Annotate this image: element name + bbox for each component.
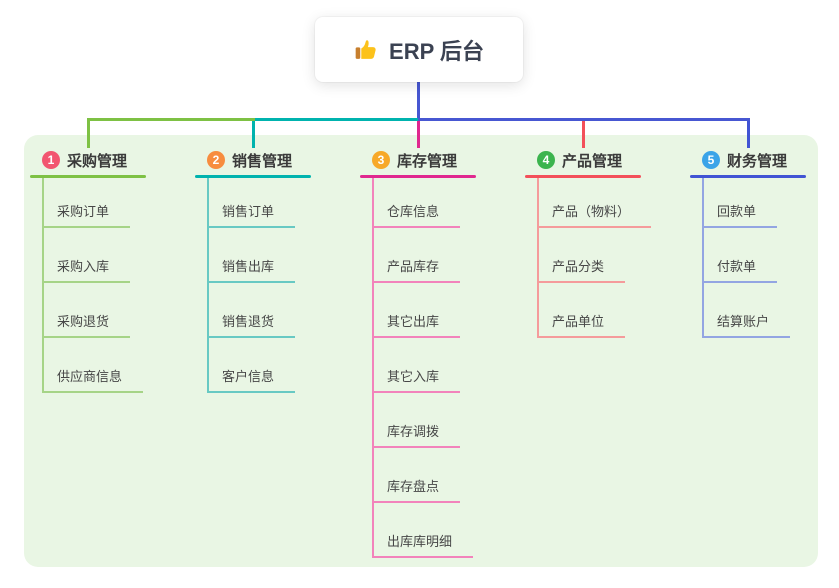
child-label: 产品分类 <box>552 259 605 274</box>
child-label: 销售退货 <box>222 314 275 329</box>
branch-rail-line <box>42 178 44 393</box>
branch-header[interactable]: 3 库存管理 <box>360 148 476 174</box>
branch-label: 库存管理 <box>397 153 458 170</box>
child-label: 产品单位 <box>552 314 605 329</box>
child-node[interactable]: 其它出库 <box>372 309 460 338</box>
thumbs-up-icon <box>354 37 379 62</box>
child-node[interactable]: 销售出库 <box>207 254 295 283</box>
child-node[interactable]: 供应商信息 <box>42 364 143 393</box>
child-node[interactable]: 产品（物料） <box>537 199 651 228</box>
connector-horizontal-line <box>87 118 255 121</box>
child-node[interactable]: 库存盘点 <box>372 474 460 503</box>
child-label: 库存盘点 <box>387 479 440 494</box>
branch-rail-line <box>537 178 539 338</box>
branch-number-badge: 4 <box>537 151 555 169</box>
branch-number-badge: 2 <box>207 151 225 169</box>
branch-rail-line <box>372 178 374 558</box>
branch-label: 财务管理 <box>727 153 788 170</box>
root-drop-line <box>417 82 420 118</box>
branch-underline <box>525 175 641 178</box>
child-label: 采购退货 <box>57 314 110 329</box>
branch-label: 销售管理 <box>232 153 293 170</box>
child-node[interactable]: 销售退货 <box>207 309 295 338</box>
branch-rail-line <box>207 178 209 393</box>
branch-underline <box>30 175 146 178</box>
branch-number-badge: 1 <box>42 151 60 169</box>
child-label: 付款单 <box>717 259 757 274</box>
branch-label: 采购管理 <box>67 153 128 170</box>
child-label: 产品库存 <box>387 259 440 274</box>
child-node[interactable]: 产品单位 <box>537 309 625 338</box>
child-label: 产品（物料） <box>552 204 631 219</box>
child-node[interactable]: 出库库明细 <box>372 529 473 558</box>
root-title: ERP 后台 <box>389 38 484 64</box>
child-node[interactable]: 产品库存 <box>372 254 460 283</box>
branch-rail-line <box>702 178 704 338</box>
branches-panel <box>24 135 818 567</box>
child-label: 回款单 <box>717 204 757 219</box>
child-node[interactable]: 产品分类 <box>537 254 625 283</box>
child-label: 结算账户 <box>717 314 770 329</box>
child-node[interactable]: 其它入库 <box>372 364 460 393</box>
child-node[interactable]: 结算账户 <box>702 309 790 338</box>
branch-number-badge: 3 <box>372 151 390 169</box>
root-node[interactable]: ERP 后台 <box>315 17 523 82</box>
branch-header[interactable]: 1 采购管理 <box>30 148 146 174</box>
child-label: 销售订单 <box>222 204 275 219</box>
child-label: 采购订单 <box>57 204 110 219</box>
branch-label: 产品管理 <box>562 153 623 170</box>
child-label: 其它入库 <box>387 369 440 384</box>
child-label: 其它出库 <box>387 314 440 329</box>
child-node[interactable]: 库存调拨 <box>372 419 460 448</box>
child-label: 仓库信息 <box>387 204 440 219</box>
child-label: 出库库明细 <box>387 534 453 549</box>
child-node[interactable]: 采购退货 <box>42 309 130 338</box>
connector-horizontal-line <box>418 118 750 121</box>
child-node[interactable]: 销售订单 <box>207 199 295 228</box>
branch-header[interactable]: 2 销售管理 <box>195 148 311 174</box>
child-node[interactable]: 回款单 <box>702 199 777 228</box>
branch-header[interactable]: 5 财务管理 <box>690 148 806 174</box>
child-node[interactable]: 采购订单 <box>42 199 130 228</box>
branch-header[interactable]: 4 产品管理 <box>525 148 641 174</box>
branch-underline <box>360 175 476 178</box>
branch-number-badge: 5 <box>702 151 720 169</box>
child-node[interactable]: 仓库信息 <box>372 199 460 228</box>
connector-horizontal-line <box>255 118 418 121</box>
branch-underline <box>195 175 311 178</box>
child-label: 采购入库 <box>57 259 110 274</box>
child-label: 供应商信息 <box>57 369 123 384</box>
child-label: 销售出库 <box>222 259 275 274</box>
child-label: 客户信息 <box>222 369 275 384</box>
branch-underline <box>690 175 806 178</box>
child-node[interactable]: 付款单 <box>702 254 777 283</box>
child-node[interactable]: 采购入库 <box>42 254 130 283</box>
child-node[interactable]: 客户信息 <box>207 364 295 393</box>
child-label: 库存调拨 <box>387 424 440 439</box>
